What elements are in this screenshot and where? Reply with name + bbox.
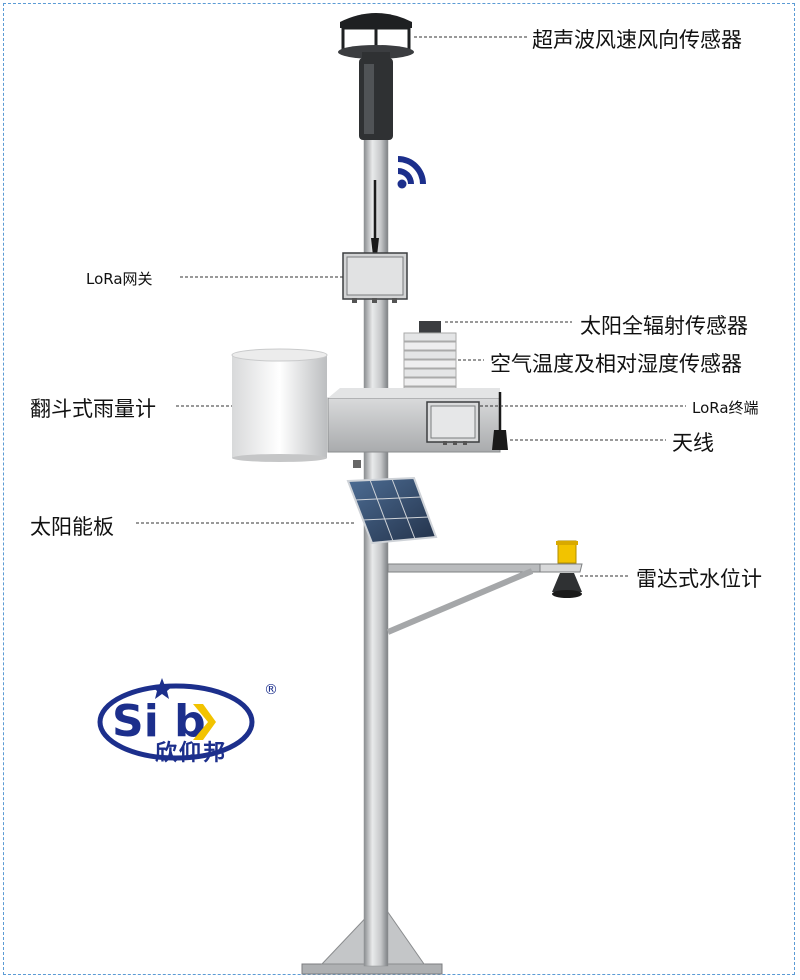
rain-gauge-drum [231,348,328,462]
ultrasonic-wind-sensor [338,13,414,140]
solar-panel [346,476,438,545]
label-ultrasonic-wind-sensor: 超声波风速风向传感器 [532,28,742,52]
logo-text: Si b [112,696,206,747]
radiation-shield [403,321,457,398]
mount-clamp [353,460,361,468]
company-logo: Si b [97,678,255,761]
wifi-signal-icon [397,156,426,189]
logo-chevron [193,704,216,740]
label-rain-gauge: 翻斗式雨量计 [30,397,156,421]
label-air-temp-humidity-sensor: 空气温度及相对湿度传感器 [490,352,742,376]
radar-mount-arm [386,563,583,635]
label-antenna: 天线 [672,431,714,455]
label-lora-terminal: LoRa终端 [692,399,759,417]
leader-lines [136,36,686,577]
label-solar-panel: 太阳能板 [30,515,114,539]
radar-water-level-sensor [552,540,582,598]
label-lora-gateway: LoRa网关 [86,270,153,288]
registered-mark: ® [264,682,278,698]
company-name: 欣仰邦 [155,741,228,766]
label-solar-radiation-sensor: 太阳全辐射传感器 [580,314,748,338]
lora-terminal-box [426,401,480,445]
star-icon [151,678,173,699]
antenna [492,392,508,450]
lora-gateway-box [342,180,408,303]
label-radar-water-level: 雷达式水位计 [636,567,762,591]
